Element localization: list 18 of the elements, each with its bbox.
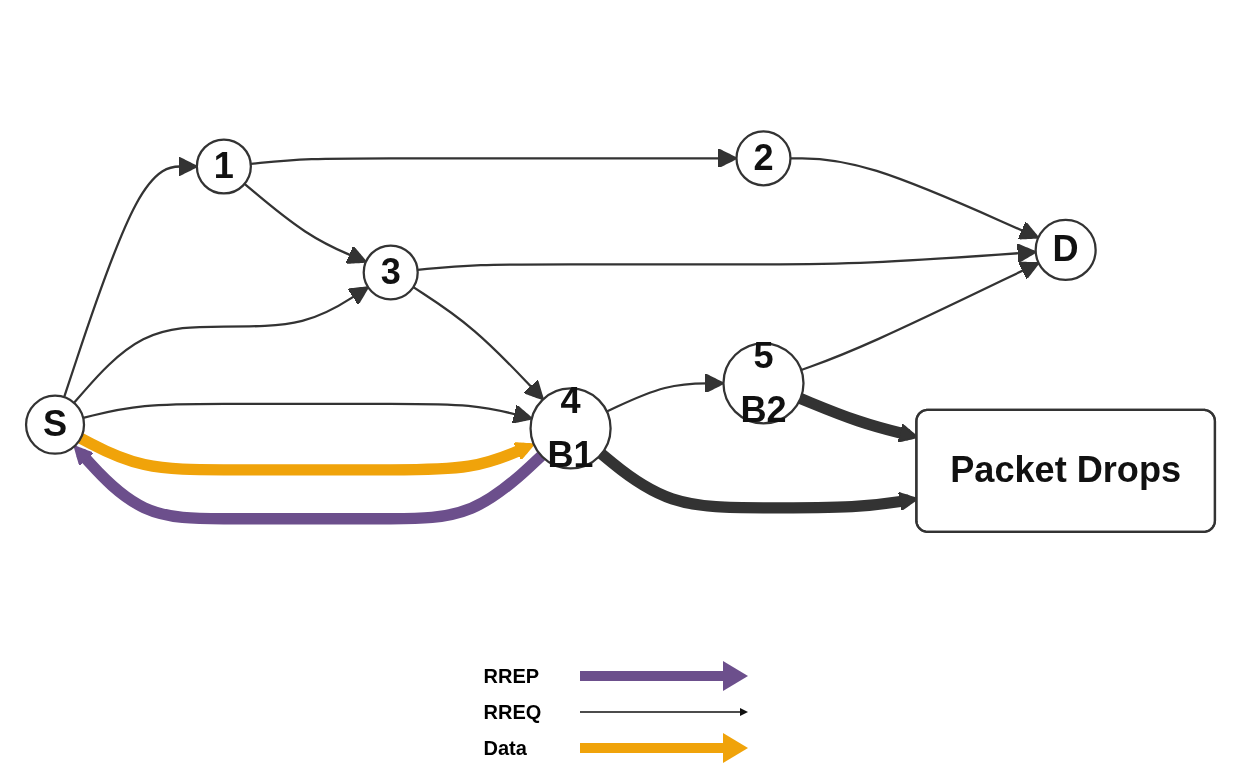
node-circle: 5 B2 [722, 342, 805, 425]
legend-label: RREP [483, 664, 541, 688]
arrow [412, 286, 544, 401]
node-circle: S [24, 394, 86, 455]
arrow [73, 286, 369, 404]
node-circle: 4 B1 [529, 387, 612, 470]
arrow [78, 433, 535, 476]
node-circle: 3 [362, 244, 419, 301]
arrow [800, 261, 1040, 371]
node-circle: D [1034, 218, 1097, 282]
node-circle: 2 [735, 130, 792, 187]
node-circle: 1 [195, 138, 252, 195]
arrow [417, 243, 1037, 271]
legend-label: RREQ [483, 700, 543, 724]
arrow [73, 445, 546, 525]
legend-label: Data [483, 736, 528, 760]
arrow [243, 183, 367, 264]
arrow [790, 157, 1040, 240]
